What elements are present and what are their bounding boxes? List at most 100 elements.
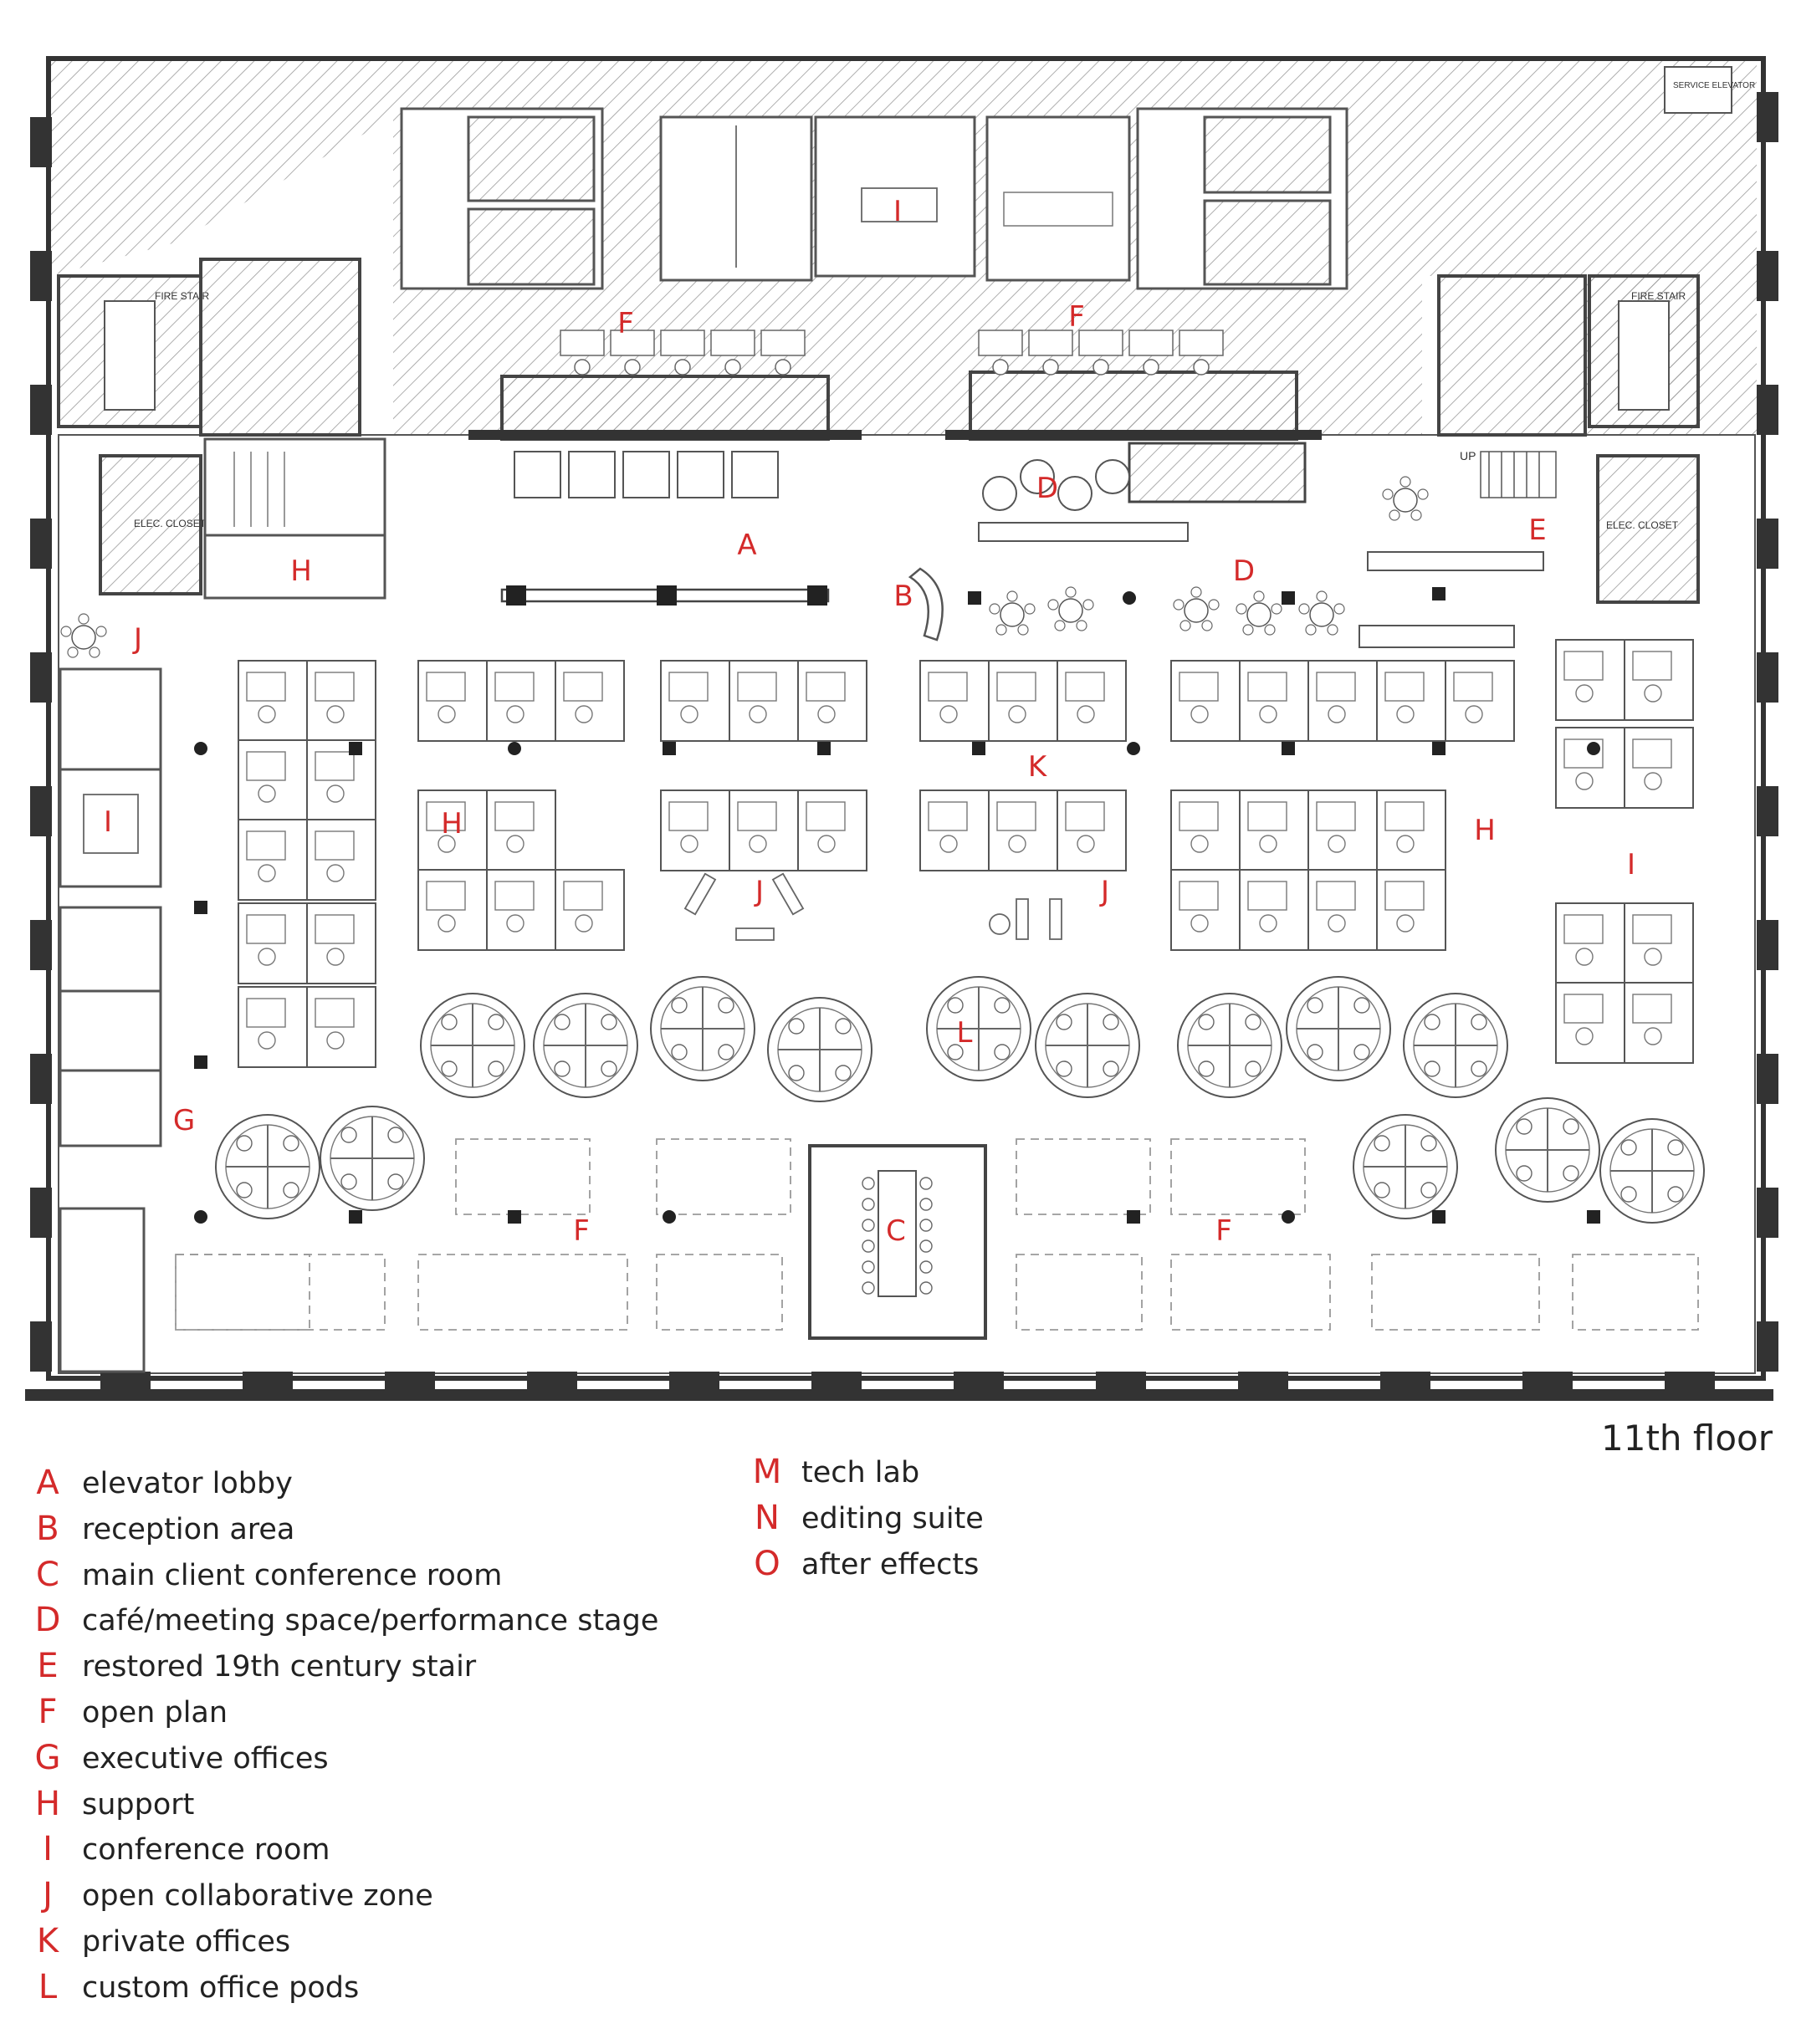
zone-label-i3: I (1626, 848, 1636, 881)
legend-letter: D (34, 1601, 61, 1640)
office-cube (729, 660, 799, 742)
office-pod (215, 1114, 320, 1219)
structural-column (1282, 1210, 1295, 1224)
edit-room (985, 115, 1131, 282)
office-cube (306, 819, 376, 901)
legend-letter: N (755, 1498, 780, 1537)
office-pod (926, 976, 1031, 1081)
reception-desk (908, 567, 944, 641)
office-cube (1555, 982, 1625, 1064)
office-cube (1239, 869, 1309, 951)
floor-title: 11th floor (1601, 1418, 1773, 1459)
legend-text: executive offices (82, 1741, 329, 1776)
structural-column (1587, 1210, 1600, 1224)
office-cube (1057, 660, 1127, 742)
fire-stair-right-label: FIRE STAIR (1631, 290, 1686, 302)
tech-room (659, 115, 813, 282)
office-cube (417, 660, 488, 742)
legend-text: editing suite (801, 1501, 984, 1536)
office-cube (1376, 789, 1446, 871)
zone-label-f1: F (617, 307, 634, 340)
office-cube (486, 869, 556, 951)
office-cube (797, 660, 867, 742)
legend-letter: B (36, 1509, 59, 1548)
zone-label-c: C (886, 1214, 906, 1248)
legend-text: custom office pods (82, 1970, 360, 2005)
structural-column (968, 591, 981, 605)
legend-letter: A (36, 1464, 59, 1502)
office-cube (1555, 902, 1625, 984)
office-cube (306, 660, 376, 742)
office-cube (1239, 789, 1309, 871)
office-cube (238, 660, 308, 742)
office-cube (660, 660, 730, 742)
legend-letter: J (43, 1876, 53, 1915)
office-cube (1170, 869, 1241, 951)
stair-up-label: UP (1460, 449, 1476, 462)
office-cube (729, 789, 799, 871)
office-pod (767, 997, 872, 1102)
structural-column (1127, 1210, 1140, 1224)
office-cube (1239, 660, 1309, 742)
service-elevator (1664, 66, 1732, 114)
zone-label-b: B (893, 580, 913, 613)
elevator-bank-left (500, 375, 830, 441)
zone-label-e: E (1528, 514, 1547, 547)
office-cube (238, 902, 308, 984)
zone-label-d1: D (1036, 472, 1059, 505)
legend-letter: F (38, 1692, 58, 1731)
structural-column (1587, 742, 1600, 755)
office-pod (533, 993, 638, 1098)
office-pod (1177, 993, 1282, 1098)
office-cube (555, 869, 625, 951)
structural-column (1432, 742, 1445, 755)
zone-label-d2: D (1232, 554, 1256, 588)
cafe-tables (978, 459, 1544, 648)
legend-text: open collaborative zone (82, 1879, 433, 1914)
structural-column (1127, 742, 1140, 755)
zone-label-k: K (1027, 750, 1047, 784)
office-pod (1495, 1097, 1600, 1203)
legend-letter: C (36, 1555, 59, 1594)
office-cube (1624, 902, 1694, 984)
office-cube (238, 819, 308, 901)
office-cube (1170, 789, 1241, 871)
open-plan-zones-left (175, 1138, 791, 1331)
legend-letter: E (37, 1647, 59, 1686)
office-cube (417, 869, 488, 951)
office-cube (1170, 660, 1241, 742)
office-cube (306, 902, 376, 984)
office-cube (306, 739, 376, 821)
open-plan-zones-right (1016, 1138, 1699, 1331)
structural-column (194, 742, 207, 755)
office-pod (320, 1106, 425, 1211)
office-cube (555, 660, 625, 742)
legend-text: elevator lobby (82, 1467, 293, 1500)
elec-closet-left (99, 454, 202, 595)
structural-column (349, 1210, 362, 1224)
legend-text: open plan (82, 1695, 228, 1730)
legend-letter: G (34, 1738, 61, 1777)
office-cube (1307, 869, 1378, 951)
structural-column (194, 901, 207, 914)
office-cube (1376, 869, 1446, 951)
legend-text: restored 19th century stair (82, 1650, 477, 1684)
structural-column (1282, 742, 1295, 755)
legend-letter: M (752, 1453, 782, 1491)
structural-column (663, 1210, 676, 1224)
office-cube (1624, 639, 1694, 721)
office-cube (306, 986, 376, 1068)
office-cube (919, 660, 990, 742)
elevator-bank-right (969, 370, 1298, 441)
restored-stair (1480, 451, 1557, 498)
structural-column (663, 742, 676, 755)
office-pod (650, 976, 755, 1081)
legend-letter: I (43, 1830, 53, 1869)
structural-column (1123, 591, 1136, 605)
office-cube (486, 660, 556, 742)
elec-closet-right (1596, 454, 1700, 604)
legend-letter: K (36, 1921, 59, 1960)
legend-text: conference room (82, 1833, 330, 1868)
fire-stair-left-label: FIRE STAIR (155, 290, 209, 302)
office-cube (797, 789, 867, 871)
